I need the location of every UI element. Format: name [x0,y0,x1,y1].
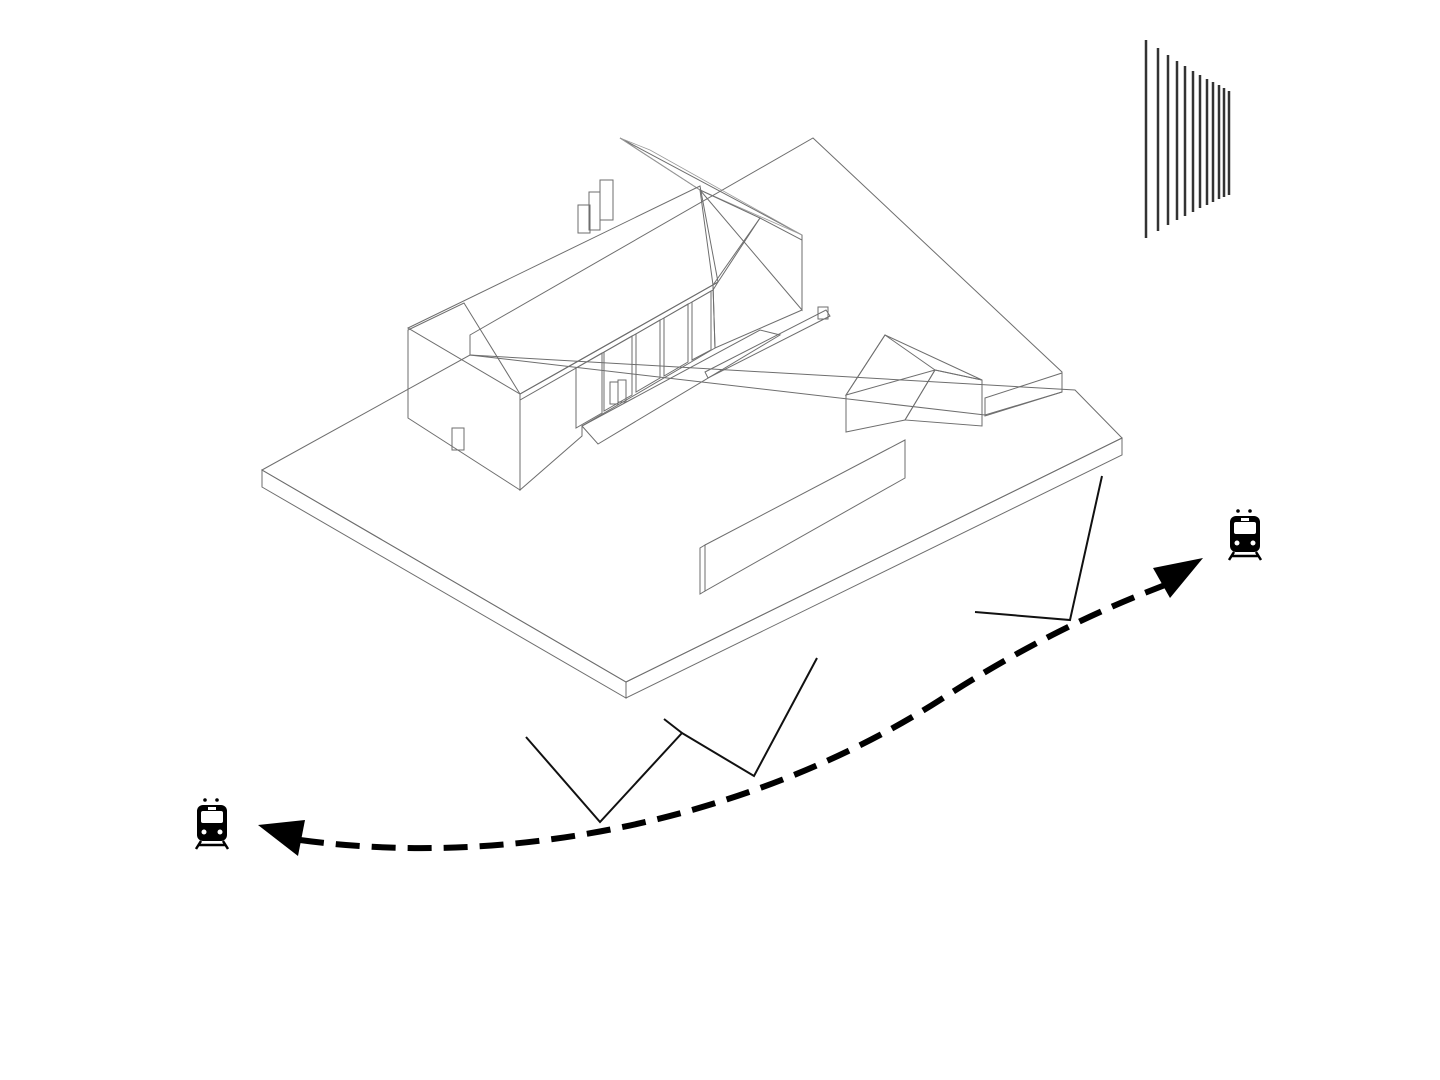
chimney [599,179,614,221]
train-icon [1227,509,1263,561]
arrowhead-left [258,820,305,856]
glazed-openings [575,290,712,429]
site-base-slab [260,137,1123,699]
train-icon [194,798,230,850]
fence-screen-icon [1144,40,1231,238]
sound-wave-zigzag [663,718,683,734]
chimney [577,204,591,234]
slatted-fence [699,439,906,595]
main-building [406,137,831,492]
chimney [588,191,601,231]
arrowhead-right [1153,558,1203,598]
railway-route-arrow [258,558,1203,856]
sound-wave-zigzag [974,475,1103,622]
shed-building [844,334,983,433]
sound-wave-zigzag [525,657,818,824]
